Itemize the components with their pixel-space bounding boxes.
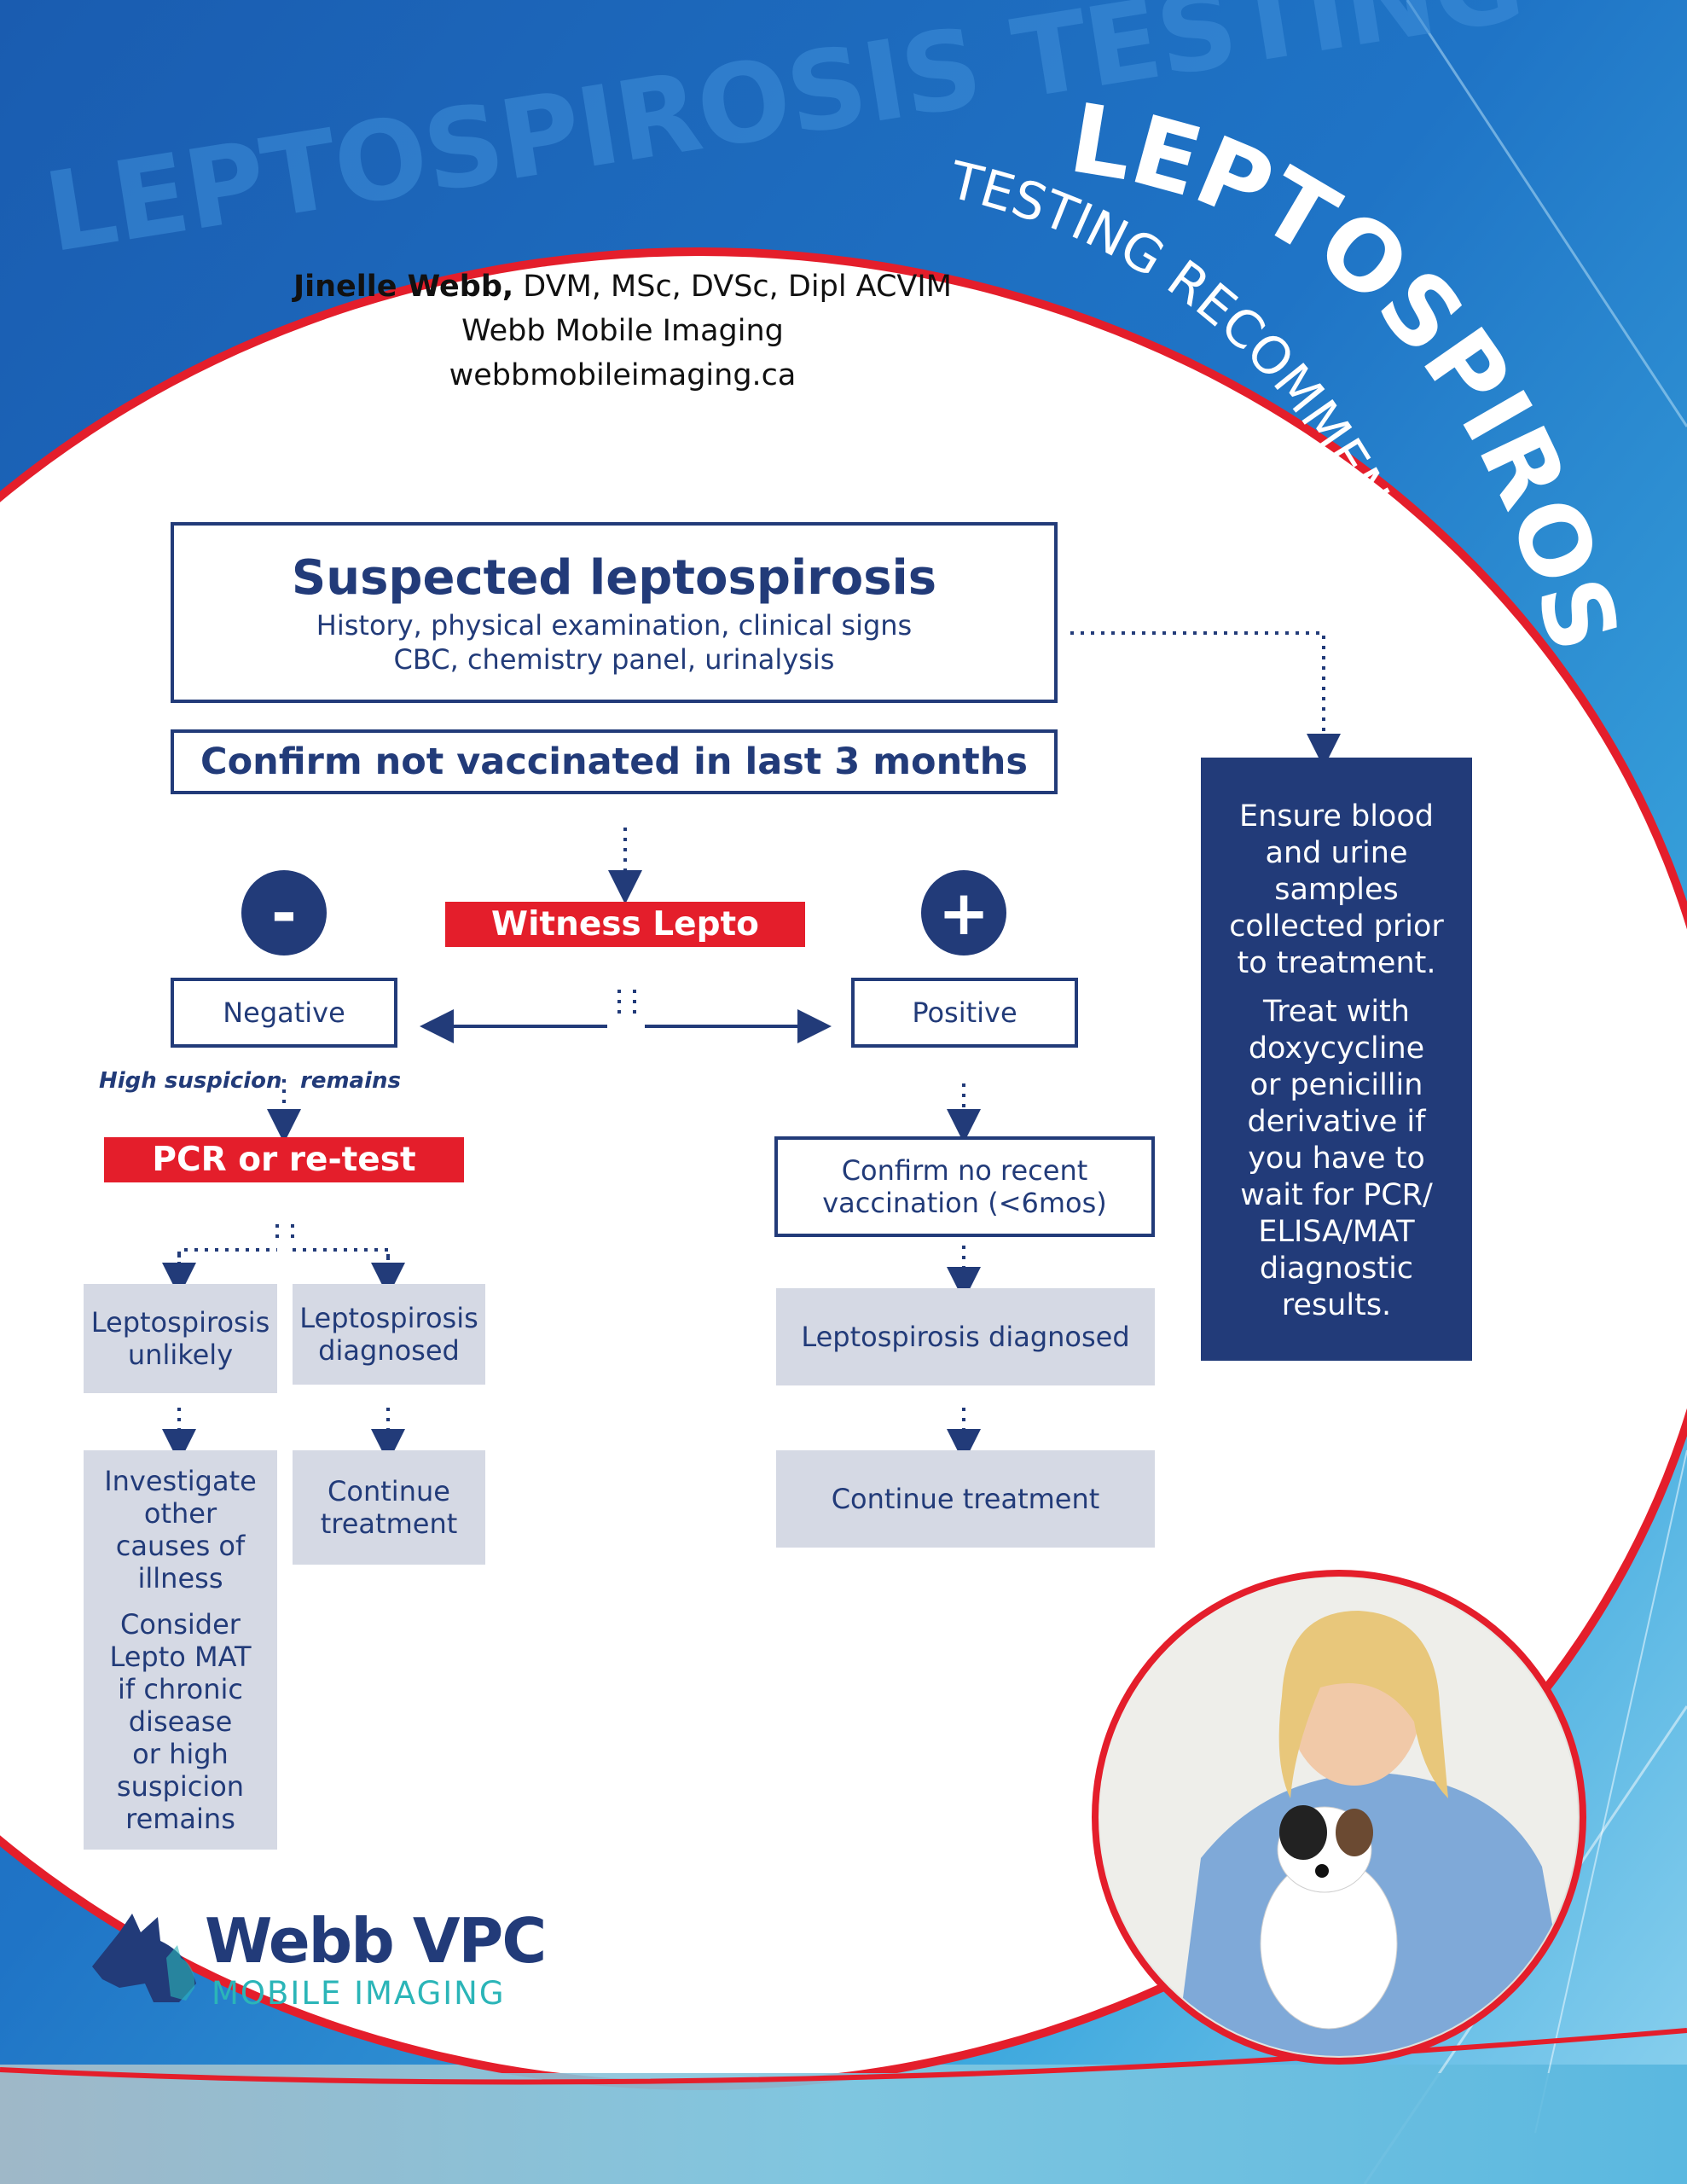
confirm-vaccine-label: Confirm not vaccinated in last 3 months — [200, 741, 1028, 783]
author-organization: Webb Mobile Imaging — [461, 314, 784, 348]
witness-lepto-label: Witness Lepto — [491, 905, 759, 944]
author-name: Jinelle Webb, — [293, 270, 514, 304]
negative-label: Negative — [223, 996, 345, 1029]
connector-pcr-right — [293, 1248, 390, 1275]
suspected-line1: History, physical examination, clinical … — [316, 609, 913, 642]
confirm-vaccine-box: Confirm not vaccinated in last 3 months — [171, 729, 1058, 794]
author-block: Jinelle Webb, DVM, MSc, DVSc, Dipl ACVIM… — [281, 264, 964, 398]
continue-left-box: Continue treatment — [293, 1450, 485, 1565]
lepto-diagnosed-right-box: Leptospirosis diagnosed — [776, 1288, 1155, 1385]
negative-box: Negative — [171, 978, 397, 1048]
webb-vpc-logo: Webb VPC MOBILE IMAGING — [85, 1898, 547, 2018]
suspected-line2: CBC, chemistry panel, urinalysis — [393, 643, 835, 676]
author-website: webbmobileimaging.ca — [449, 358, 797, 392]
continue-right-box: Continue treatment — [776, 1450, 1155, 1548]
plus-sign-icon: + — [921, 870, 1006, 956]
witness-lepto-bar: Witness Lepto — [445, 902, 805, 947]
suspected-title: Suspected leptospirosis — [291, 550, 937, 606]
remains-label: remains — [300, 1068, 401, 1094]
vet-with-dog-photo — [1100, 1578, 1578, 2056]
minus-sign-icon: - — [241, 870, 327, 956]
logo-name: Webb VPC — [205, 1905, 547, 1977]
dog-cat-logo-icon — [92, 1914, 196, 2002]
investigate-box: Investigate other causes of illness Cons… — [84, 1450, 277, 1850]
lepto-unlikely-box: Leptospirosis unlikely — [84, 1284, 277, 1393]
pcr-retest-bar: PCR or re-test — [104, 1137, 464, 1182]
author-credentials: DVM, MSc, DVSc, Dipl ACVIM — [513, 270, 952, 304]
suspected-box: Suspected leptospirosis History, physica… — [171, 522, 1058, 703]
positive-box: Positive — [851, 978, 1078, 1048]
positive-label: Positive — [912, 996, 1017, 1029]
pcr-retest-label: PCR or re-test — [152, 1141, 416, 1179]
high-suspicion-label: High suspicion — [99, 1068, 282, 1094]
connector-to-sidebar — [1070, 631, 1341, 768]
lepto-diagnosed-left-box: Leptospirosis diagnosed — [293, 1284, 485, 1385]
confirm-no-recent-box: Confirm no recent vaccination (<6mos) — [774, 1136, 1155, 1237]
connector-pcr-left — [177, 1248, 277, 1275]
author-line: Jinelle Webb, DVM, MSc, DVSc, Dipl ACVIM — [281, 264, 964, 309]
sidebar-recommendations: Ensure blood and urine samples collected… — [1201, 758, 1472, 1361]
logo-tagline: MOBILE IMAGING — [212, 1975, 506, 2012]
